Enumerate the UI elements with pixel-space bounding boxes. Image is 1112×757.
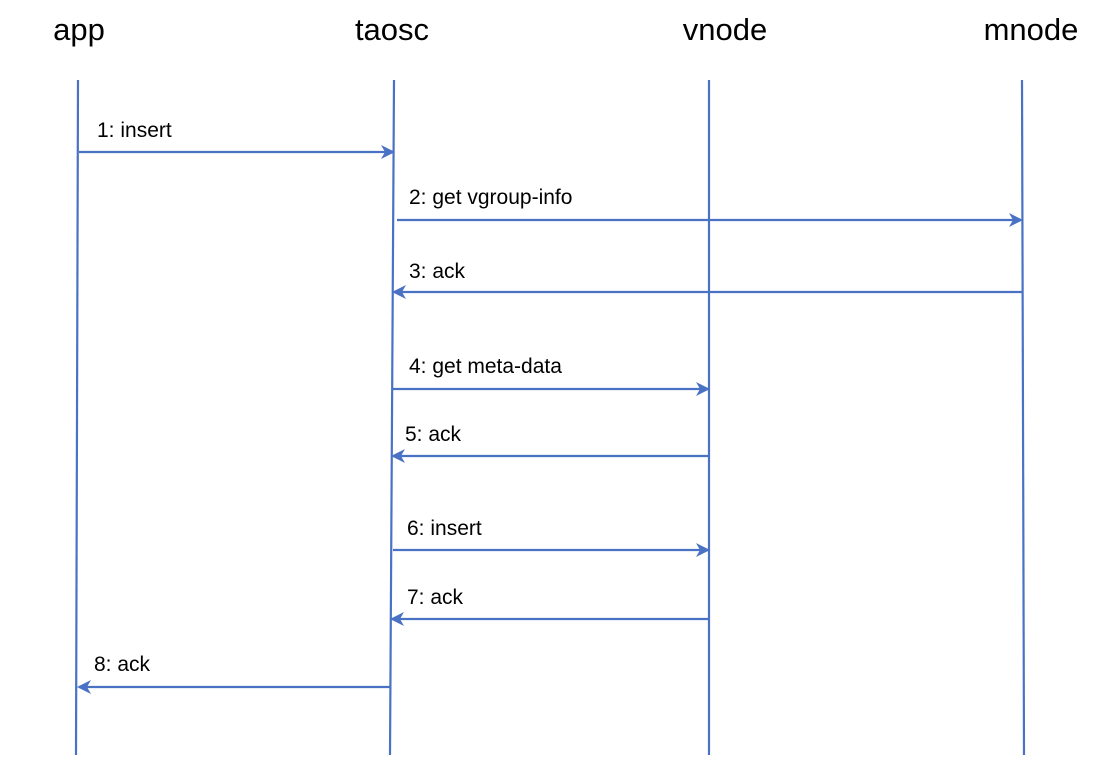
message-5-label: 5: ack — [405, 423, 462, 446]
participant-app-label: app — [53, 12, 105, 47]
lifeline-taosc — [388, 79, 396, 756]
lifeline-app — [74, 79, 80, 756]
message-3-label: 3: ack — [409, 260, 466, 283]
message-2-label: 2: get vgroup-info — [409, 186, 572, 209]
message-7-label: 7: ack — [407, 586, 464, 609]
message-6-label: 6: insert — [407, 517, 482, 540]
message-4-label: 4: get meta-data — [409, 355, 562, 378]
lifeline-mnode — [1020, 79, 1026, 756]
message-1-label: 1: insert — [97, 119, 172, 142]
message-8-label: 8: ack — [94, 653, 151, 676]
participant-mnode-label: mnode — [984, 12, 1079, 47]
participant-taosc-label: taosc — [355, 12, 429, 47]
participant-vnode-label: vnode — [683, 12, 767, 47]
